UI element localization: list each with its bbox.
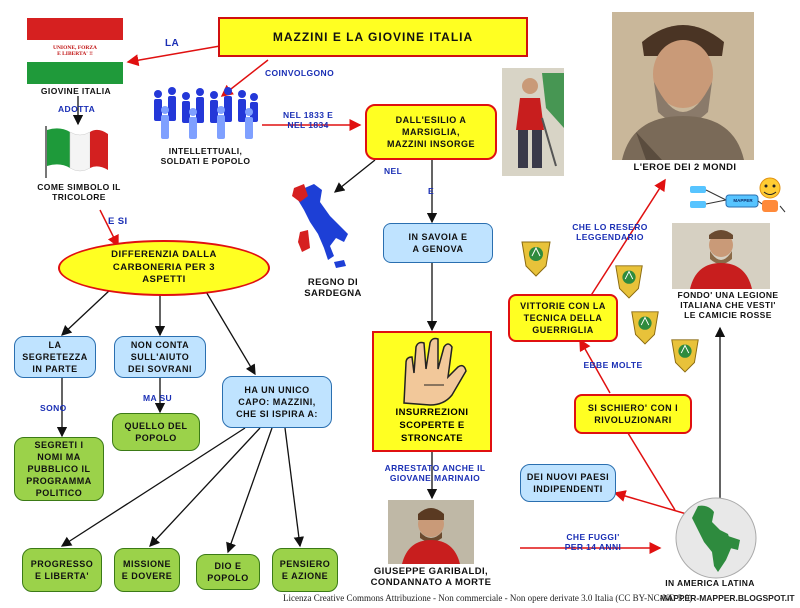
link-coinvolgono: COINVOLGONO xyxy=(265,68,335,78)
mapper-mascot-icon xyxy=(690,177,786,213)
node-eroe: L'EROE DEI 2 MONDI xyxy=(633,162,737,173)
node-marsiglia: DALL'ESILIO A MARSIGLIA, MAZZINI INSORGE xyxy=(365,104,497,160)
flag-image: UNIONE, FORZA E LIBERTA' !! xyxy=(27,18,123,84)
garibaldi-portrait-image xyxy=(502,68,564,176)
connector-capo-progresso xyxy=(60,427,246,547)
node-sovrani: NON CONTA SULL'AIUTO DEI SOVRANI xyxy=(114,336,206,378)
node-legione: FONDO' UNA LEGIONE ITALIANA CHE VESTI' L… xyxy=(677,290,779,320)
link-nel: NEL xyxy=(384,166,403,176)
connector-differenza-capo xyxy=(204,289,256,376)
node-dio: DIO E POPOLO xyxy=(196,554,260,590)
link-nel1833: NEL 1833 E NEL 1834 xyxy=(283,110,334,130)
node-schiero: SI SCHIERO' CON I RIVOLUZIONARI xyxy=(574,394,692,434)
node-savoia: IN SAVOIA E A GENOVA xyxy=(383,223,493,263)
connector-america-schiero xyxy=(619,418,676,511)
eroe-portrait-image xyxy=(612,12,754,160)
footer-license: Licenza Creative Commons Attribuzione - … xyxy=(283,593,693,603)
connector-capo-missione xyxy=(149,427,261,547)
medal-icon xyxy=(521,241,551,277)
node-sardegna: REGNO DI SARDEGNA xyxy=(304,277,362,299)
people-crowd-icon xyxy=(154,87,258,139)
connector-america-paesi xyxy=(613,490,691,516)
link-esi: E SI xyxy=(108,216,128,227)
node-insurrezioni-box: INSURREZIONI SCOPERTE E STRONCATE xyxy=(372,331,492,452)
mapper-badge: MAPPER xyxy=(733,198,753,203)
link-fuggi: CHE FUGGI' PER 14 ANNI xyxy=(564,532,622,552)
connector-marsiglia-sardegna xyxy=(333,159,376,193)
connector-capo-dio xyxy=(226,427,273,554)
link-la: LA xyxy=(165,38,180,49)
node-vittorie: VITTORIE CON LA TECNICA DELLA GUERRIGLIA xyxy=(508,294,618,342)
connector-title-differenza xyxy=(99,209,119,248)
medal-icon xyxy=(631,311,659,345)
footer-site: MAPPER-MAPPER.BLOGSPOT.IT xyxy=(660,593,795,603)
italy-map-image xyxy=(292,184,348,268)
link-arrestato: ARRESTATO ANCHE IL GIOVANE MARINAIO xyxy=(384,463,486,483)
tricolore-flag-image xyxy=(45,126,108,178)
link-resero: CHE LO RESERO LEGGENDARIO xyxy=(572,222,648,242)
garibaldi-young-portrait-image xyxy=(388,500,474,564)
medal-icon xyxy=(615,265,643,299)
connector-title-flag xyxy=(126,45,221,67)
stop-hand-icon xyxy=(403,337,467,406)
node-segreti: SEGRETI I NOMI MA PUBBLICO IL PROGRAMMA … xyxy=(14,437,104,501)
node-missione: MISSIONE E DOVERE xyxy=(114,548,180,592)
legione-portrait-image xyxy=(672,223,770,289)
link-adotta: ADOTTA xyxy=(58,104,96,114)
globe-america-image xyxy=(675,497,757,579)
flag-caption: GIOVINE ITALIA xyxy=(40,86,112,96)
node-paesi: DEI NUOVI PAESI INDIPENDENTI xyxy=(520,464,616,502)
node-popolo: QUELLO DEL POPOLO xyxy=(112,413,200,451)
map-title: MAZZINI E LA GIOVINE ITALIA xyxy=(218,17,528,57)
link-e: E xyxy=(428,186,435,196)
node-capo: HA UN UNICO CAPO: MAZZINI, CHE SI ISPIRA… xyxy=(222,376,332,428)
node-differenza: DIFFERENZIA DALLA CARBONERIA PER 3 ASPET… xyxy=(58,240,270,296)
flag-banner: UNIONE, FORZA E LIBERTA' !! xyxy=(52,44,97,57)
connector-capo-pensiero xyxy=(284,427,305,548)
node-segretezza: LA SEGRETEZZA IN PARTE xyxy=(14,336,96,378)
node-tricolore: COME SIMBOLO IL TRICOLORE xyxy=(37,182,121,202)
link-ebbe: EBBE MOLTE xyxy=(583,360,643,370)
node-progresso: PROGRESSO E LIBERTA' xyxy=(22,548,102,592)
node-insurrezioni: INSURREZIONI SCOPERTE E STRONCATE xyxy=(395,407,469,444)
node-pensiero: PENSIERO E AZIONE xyxy=(272,548,338,592)
node-america: IN AMERICA LATINA xyxy=(665,578,755,588)
connector-differenza-segretezza xyxy=(61,289,111,336)
node-people: INTELLETTUALI, SOLDATI E POPOLO xyxy=(160,146,251,166)
medal-icon xyxy=(671,339,699,373)
link-sono: SONO xyxy=(40,403,67,413)
connector-vittorie-eroe xyxy=(589,178,666,298)
link-masu: MA SU xyxy=(143,393,173,403)
connector-schiero-vittorie xyxy=(579,338,611,394)
node-garibaldi: GIUSEPPE GARIBALDI, CONDANNATO A MORTE xyxy=(370,566,492,588)
